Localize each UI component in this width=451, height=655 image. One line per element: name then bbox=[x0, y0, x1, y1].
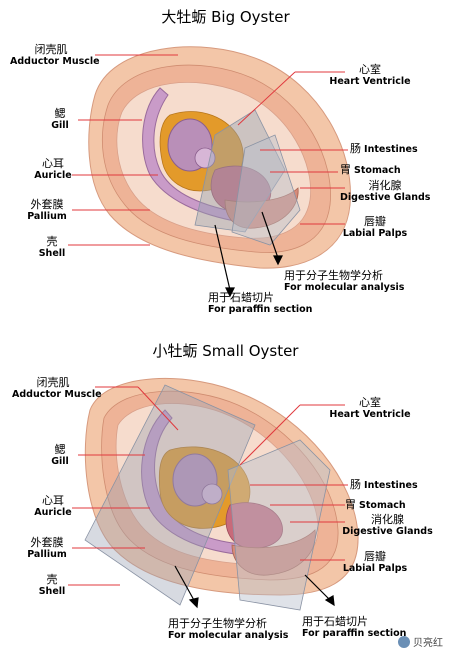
small-label-pallium-cn: 外套膜 bbox=[30, 536, 64, 549]
small-label-paraffin: 用于石蜡切片 For paraffin section bbox=[302, 616, 406, 640]
small-labial bbox=[231, 529, 316, 576]
big-label-adductor-en: Adductor Muscle bbox=[10, 56, 100, 67]
big-label-digestive: 消化腺 Digestive Glands bbox=[340, 180, 430, 204]
small-label-auricle-cn: 心耳 bbox=[42, 494, 64, 507]
big-label-shell-en: Shell bbox=[38, 248, 66, 259]
big-label-shell-cn: 壳 bbox=[46, 235, 58, 248]
big-label-gill: 鳃 Gill bbox=[42, 108, 78, 132]
small-label-labial: 唇瓣 Labial Palps bbox=[340, 551, 410, 575]
small-label-shell: 壳 Shell bbox=[36, 574, 68, 598]
big-label-auricle-en: Auricle bbox=[34, 170, 72, 181]
small-label-adductor-en: Adductor Muscle bbox=[12, 389, 102, 400]
small-label-heart-en: Heart Ventricle bbox=[329, 409, 411, 420]
big-label-heart-en: Heart Ventricle bbox=[329, 76, 411, 87]
big-label-digestive-en: Digestive Glands bbox=[340, 192, 431, 203]
big-label-pallium: 外套膜 Pallium bbox=[24, 199, 70, 223]
big-label-labial-en: Labial Palps bbox=[342, 228, 408, 239]
small-label-paraffin-cn: 用于石蜡切片 bbox=[302, 615, 368, 628]
big-labial bbox=[224, 187, 299, 229]
small-label-auricle: 心耳 Auricle bbox=[32, 495, 74, 519]
watermark-text: 贝亮红 bbox=[413, 638, 443, 649]
big-adductor-inner bbox=[194, 147, 216, 169]
big-label-stomach-cn: 胃 bbox=[340, 163, 351, 176]
small-oyster-illustration bbox=[84, 377, 359, 611]
small-label-gill: 鳃 Gill bbox=[42, 444, 78, 468]
small-label-stomach-en: Stomach bbox=[359, 500, 406, 511]
small-label-pallium: 外套膜 Pallium bbox=[24, 537, 70, 561]
small-leader-lines bbox=[68, 386, 348, 586]
small-label-paraffin-en: For paraffin section bbox=[302, 628, 407, 639]
big-label-adductor: 闭壳肌 Adductor Muscle bbox=[10, 43, 100, 68]
big-label-gill-cn: 鳃 bbox=[54, 107, 66, 120]
big-label-shell: 壳 Shell bbox=[36, 236, 68, 260]
big-label-intestines: 肠 Intestines bbox=[350, 143, 418, 156]
big-label-molecular-cn: 用于分子生物学分析 bbox=[284, 269, 383, 282]
small-label-intestines-cn: 肠 bbox=[350, 478, 361, 491]
big-label-auricle-cn: 心耳 bbox=[42, 157, 64, 170]
big-label-molecular: 用于分子生物学分析 For molecular analysis bbox=[284, 270, 404, 294]
small-adductor-inner bbox=[201, 483, 223, 505]
big-label-paraffin: 用于石蜡切片 For paraffin section bbox=[208, 292, 312, 316]
small-label-heart: 心室 Heart Ventricle bbox=[325, 397, 415, 421]
big-oyster-title: 大牡蛎 Big Oyster bbox=[161, 8, 290, 26]
big-section-plane-b bbox=[231, 134, 301, 246]
watermark: 贝亮红 bbox=[398, 634, 443, 649]
small-section-plane-b bbox=[227, 439, 331, 611]
small-label-digestive-cn: 消化腺 bbox=[371, 513, 404, 526]
small-label-labial-en: Labial Palps bbox=[342, 563, 408, 574]
big-label-stomach: 胃 Stomach bbox=[340, 164, 401, 177]
small-label-shell-en: Shell bbox=[38, 586, 66, 597]
small-label-labial-cn: 唇瓣 bbox=[364, 550, 386, 563]
small-label-adductor-cn: 闭壳肌 bbox=[36, 376, 70, 389]
big-label-heart: 心室 Heart Ventricle bbox=[325, 64, 415, 88]
small-label-gill-cn: 鳃 bbox=[54, 443, 66, 456]
big-label-pallium-cn: 外套膜 bbox=[30, 198, 64, 211]
big-label-paraffin-en: For paraffin section bbox=[208, 304, 313, 315]
small-label-heart-cn: 心室 bbox=[359, 396, 381, 409]
small-label-digestive: 消化腺 Digestive Glands bbox=[340, 514, 435, 538]
small-label-shell-cn: 壳 bbox=[46, 573, 58, 586]
watermark-logo-icon bbox=[398, 635, 410, 648]
big-label-auricle: 心耳 Auricle bbox=[32, 158, 74, 182]
big-label-digestive-cn: 消化腺 bbox=[368, 179, 402, 192]
small-oyster-title: 小牡蛎 Small Oyster bbox=[152, 342, 299, 360]
small-label-digestive-en: Digestive Glands bbox=[342, 526, 433, 537]
small-arrows bbox=[174, 565, 335, 609]
small-label-intestines: 肠 Intestines bbox=[350, 479, 418, 492]
big-label-stomach-en: Stomach bbox=[354, 165, 401, 176]
big-leader-lines bbox=[68, 54, 348, 246]
small-label-molecular-cn: 用于分子生物学分析 bbox=[168, 617, 267, 630]
small-label-molecular-en: For molecular analysis bbox=[168, 630, 289, 641]
small-label-intestines-en: Intestines bbox=[364, 480, 418, 491]
small-label-pallium-en: Pallium bbox=[27, 549, 67, 560]
big-oyster-illustration bbox=[88, 46, 351, 269]
small-digestive bbox=[225, 502, 283, 549]
small-label-adductor: 闭壳肌 Adductor Muscle bbox=[12, 376, 102, 401]
small-label-molecular: 用于分子生物学分析 For molecular analysis bbox=[168, 618, 288, 642]
big-label-pallium-en: Pallium bbox=[27, 211, 67, 222]
big-label-labial-cn: 唇瓣 bbox=[364, 215, 386, 228]
big-label-labial: 唇瓣 Labial Palps bbox=[340, 216, 410, 240]
small-section-plane-a bbox=[84, 384, 256, 606]
small-label-stomach: 胃 Stomach bbox=[345, 499, 406, 512]
big-label-heart-cn: 心室 bbox=[359, 63, 381, 76]
big-arrows bbox=[214, 211, 283, 298]
small-label-auricle-en: Auricle bbox=[34, 507, 72, 518]
big-label-intestines-cn: 肠 bbox=[350, 142, 361, 155]
big-label-paraffin-cn: 用于石蜡切片 bbox=[208, 291, 274, 304]
big-label-adductor-cn: 闭壳肌 bbox=[34, 43, 68, 56]
big-label-intestines-en: Intestines bbox=[364, 144, 418, 155]
big-label-gill-en: Gill bbox=[51, 120, 69, 131]
small-label-stomach-cn: 胃 bbox=[345, 498, 356, 511]
small-label-gill-en: Gill bbox=[51, 456, 69, 467]
big-label-molecular-en: For molecular analysis bbox=[284, 282, 405, 293]
